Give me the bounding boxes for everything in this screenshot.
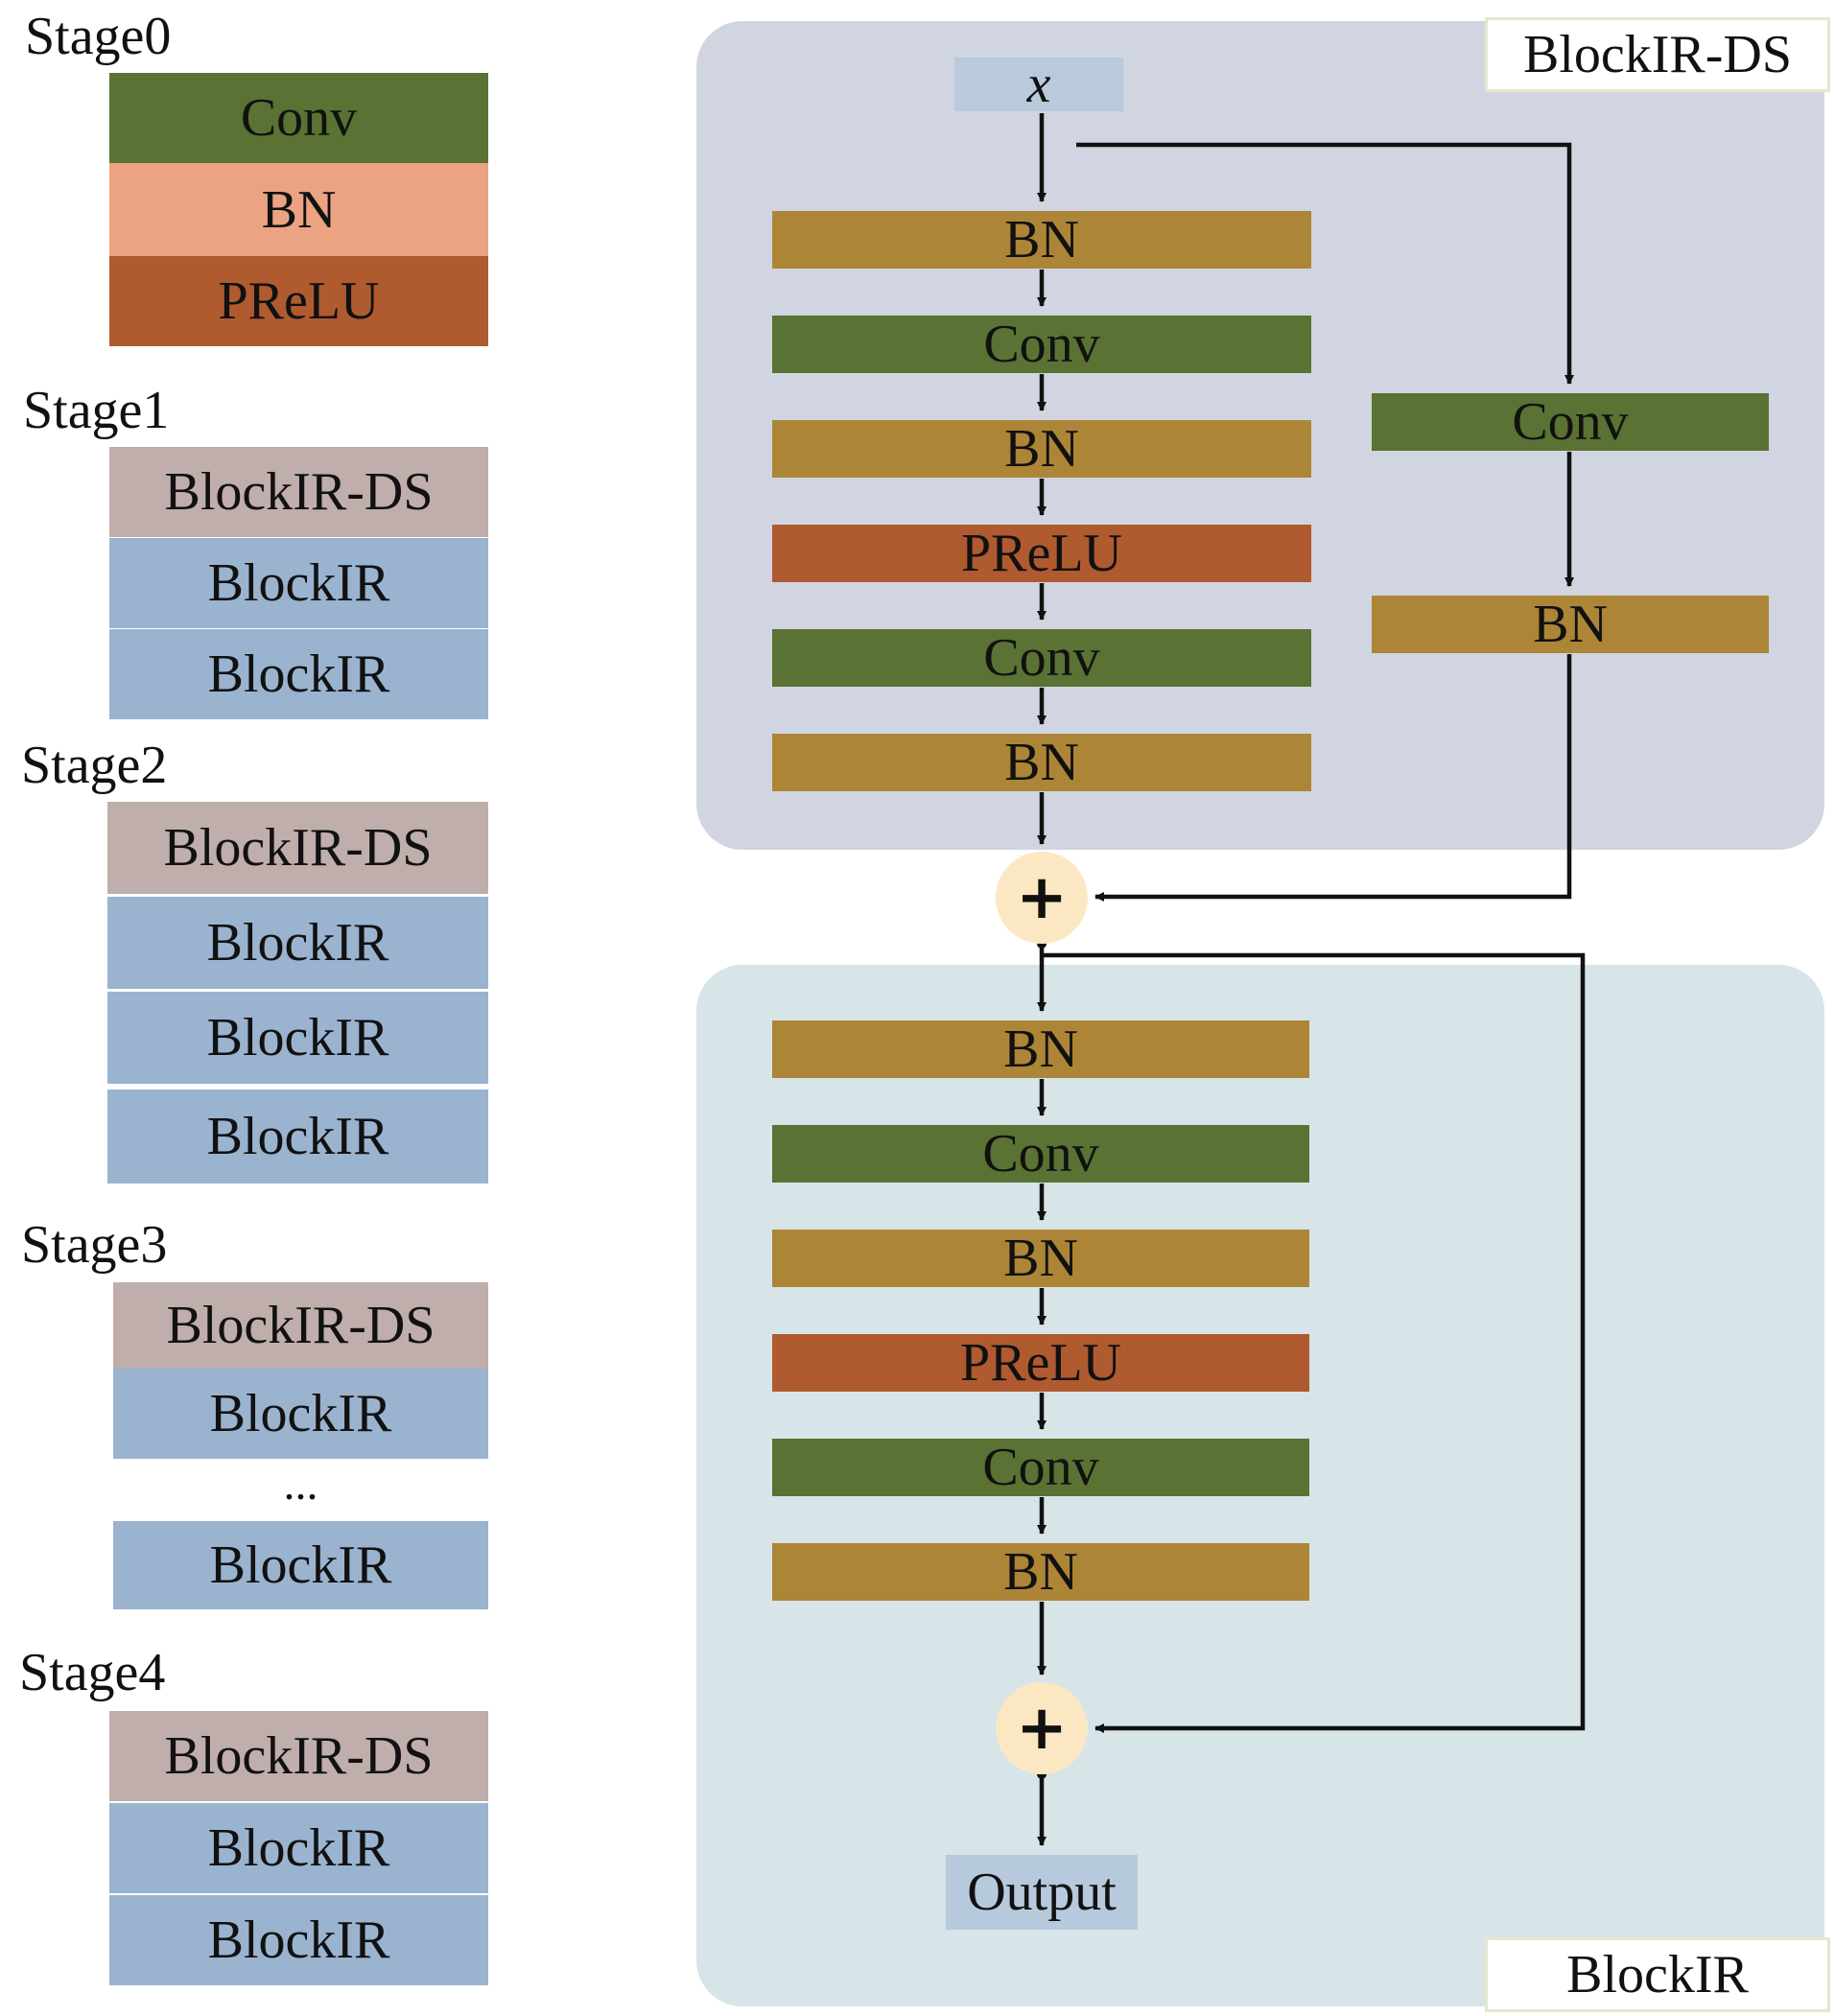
- arrow-shortcut-to-add: [1094, 654, 1572, 902]
- ir-main-conv-2: Conv: [772, 1438, 1309, 1497]
- stage4-title: Stage4: [19, 1643, 166, 1702]
- input-x: x: [954, 55, 1123, 114]
- stage3-ellipsis: ...: [283, 1459, 318, 1510]
- ir-main-conv-1: Conv: [772, 1124, 1309, 1184]
- add-node-2: +: [996, 1682, 1088, 1774]
- blockir-panel-label: BlockIR: [1485, 1937, 1830, 2012]
- stage3-title: Stage3: [21, 1215, 168, 1275]
- ir-main-bn-3: BN: [772, 1542, 1309, 1602]
- ds-shortcut-bn: BN: [1372, 595, 1769, 654]
- stage2-blockir-1: BlockIR: [107, 897, 488, 989]
- stage1-blockir-1: BlockIR: [109, 538, 488, 628]
- ir-main-bn-1: BN: [772, 1020, 1309, 1079]
- stage2-title: Stage2: [21, 736, 168, 795]
- stage4-blockir-1: BlockIR: [109, 1803, 488, 1893]
- stage1-title: Stage1: [23, 381, 170, 440]
- stage0-prelu: PReLU: [109, 256, 488, 346]
- stage3-blockir-last: BlockIR: [113, 1521, 488, 1609]
- arrow-shortcut-to-conv: [1076, 142, 1574, 385]
- stage2-blockir-3: BlockIR: [107, 1090, 488, 1184]
- ds-main-prelu: PReLU: [772, 524, 1311, 583]
- stage2-blockir-2: BlockIR: [107, 992, 488, 1084]
- stage0-title: Stage0: [25, 7, 172, 66]
- ds-shortcut-conv: Conv: [1372, 392, 1769, 452]
- ds-main-bn-2: BN: [772, 419, 1311, 479]
- stage2-blockir-ds: BlockIR-DS: [107, 802, 488, 894]
- stage3-blockir-1: BlockIR: [113, 1369, 488, 1459]
- ir-main-prelu: PReLU: [772, 1333, 1309, 1393]
- stage1-blockir-ds: BlockIR-DS: [109, 447, 488, 537]
- ds-main-bn-1: BN: [772, 210, 1311, 270]
- add-node-1: +: [996, 852, 1088, 944]
- ds-main-bn-3: BN: [772, 733, 1311, 792]
- stage4-blockir-ds: BlockIR-DS: [109, 1711, 488, 1801]
- stage1-blockir-2: BlockIR: [109, 629, 488, 719]
- stage0-bn: BN: [109, 163, 488, 256]
- blockir-ds-panel-label: BlockIR-DS: [1485, 17, 1830, 92]
- stage0-conv: Conv: [109, 73, 488, 163]
- arrow-identity-shortcut: [1042, 952, 1586, 1733]
- stage4-blockir-2: BlockIR: [109, 1895, 488, 1985]
- ds-main-conv-1: Conv: [772, 315, 1311, 374]
- output-box: Output: [946, 1855, 1138, 1930]
- ds-main-conv-2: Conv: [772, 628, 1311, 688]
- ir-main-bn-2: BN: [772, 1229, 1309, 1288]
- stage3-blockir-ds: BlockIR-DS: [113, 1282, 488, 1369]
